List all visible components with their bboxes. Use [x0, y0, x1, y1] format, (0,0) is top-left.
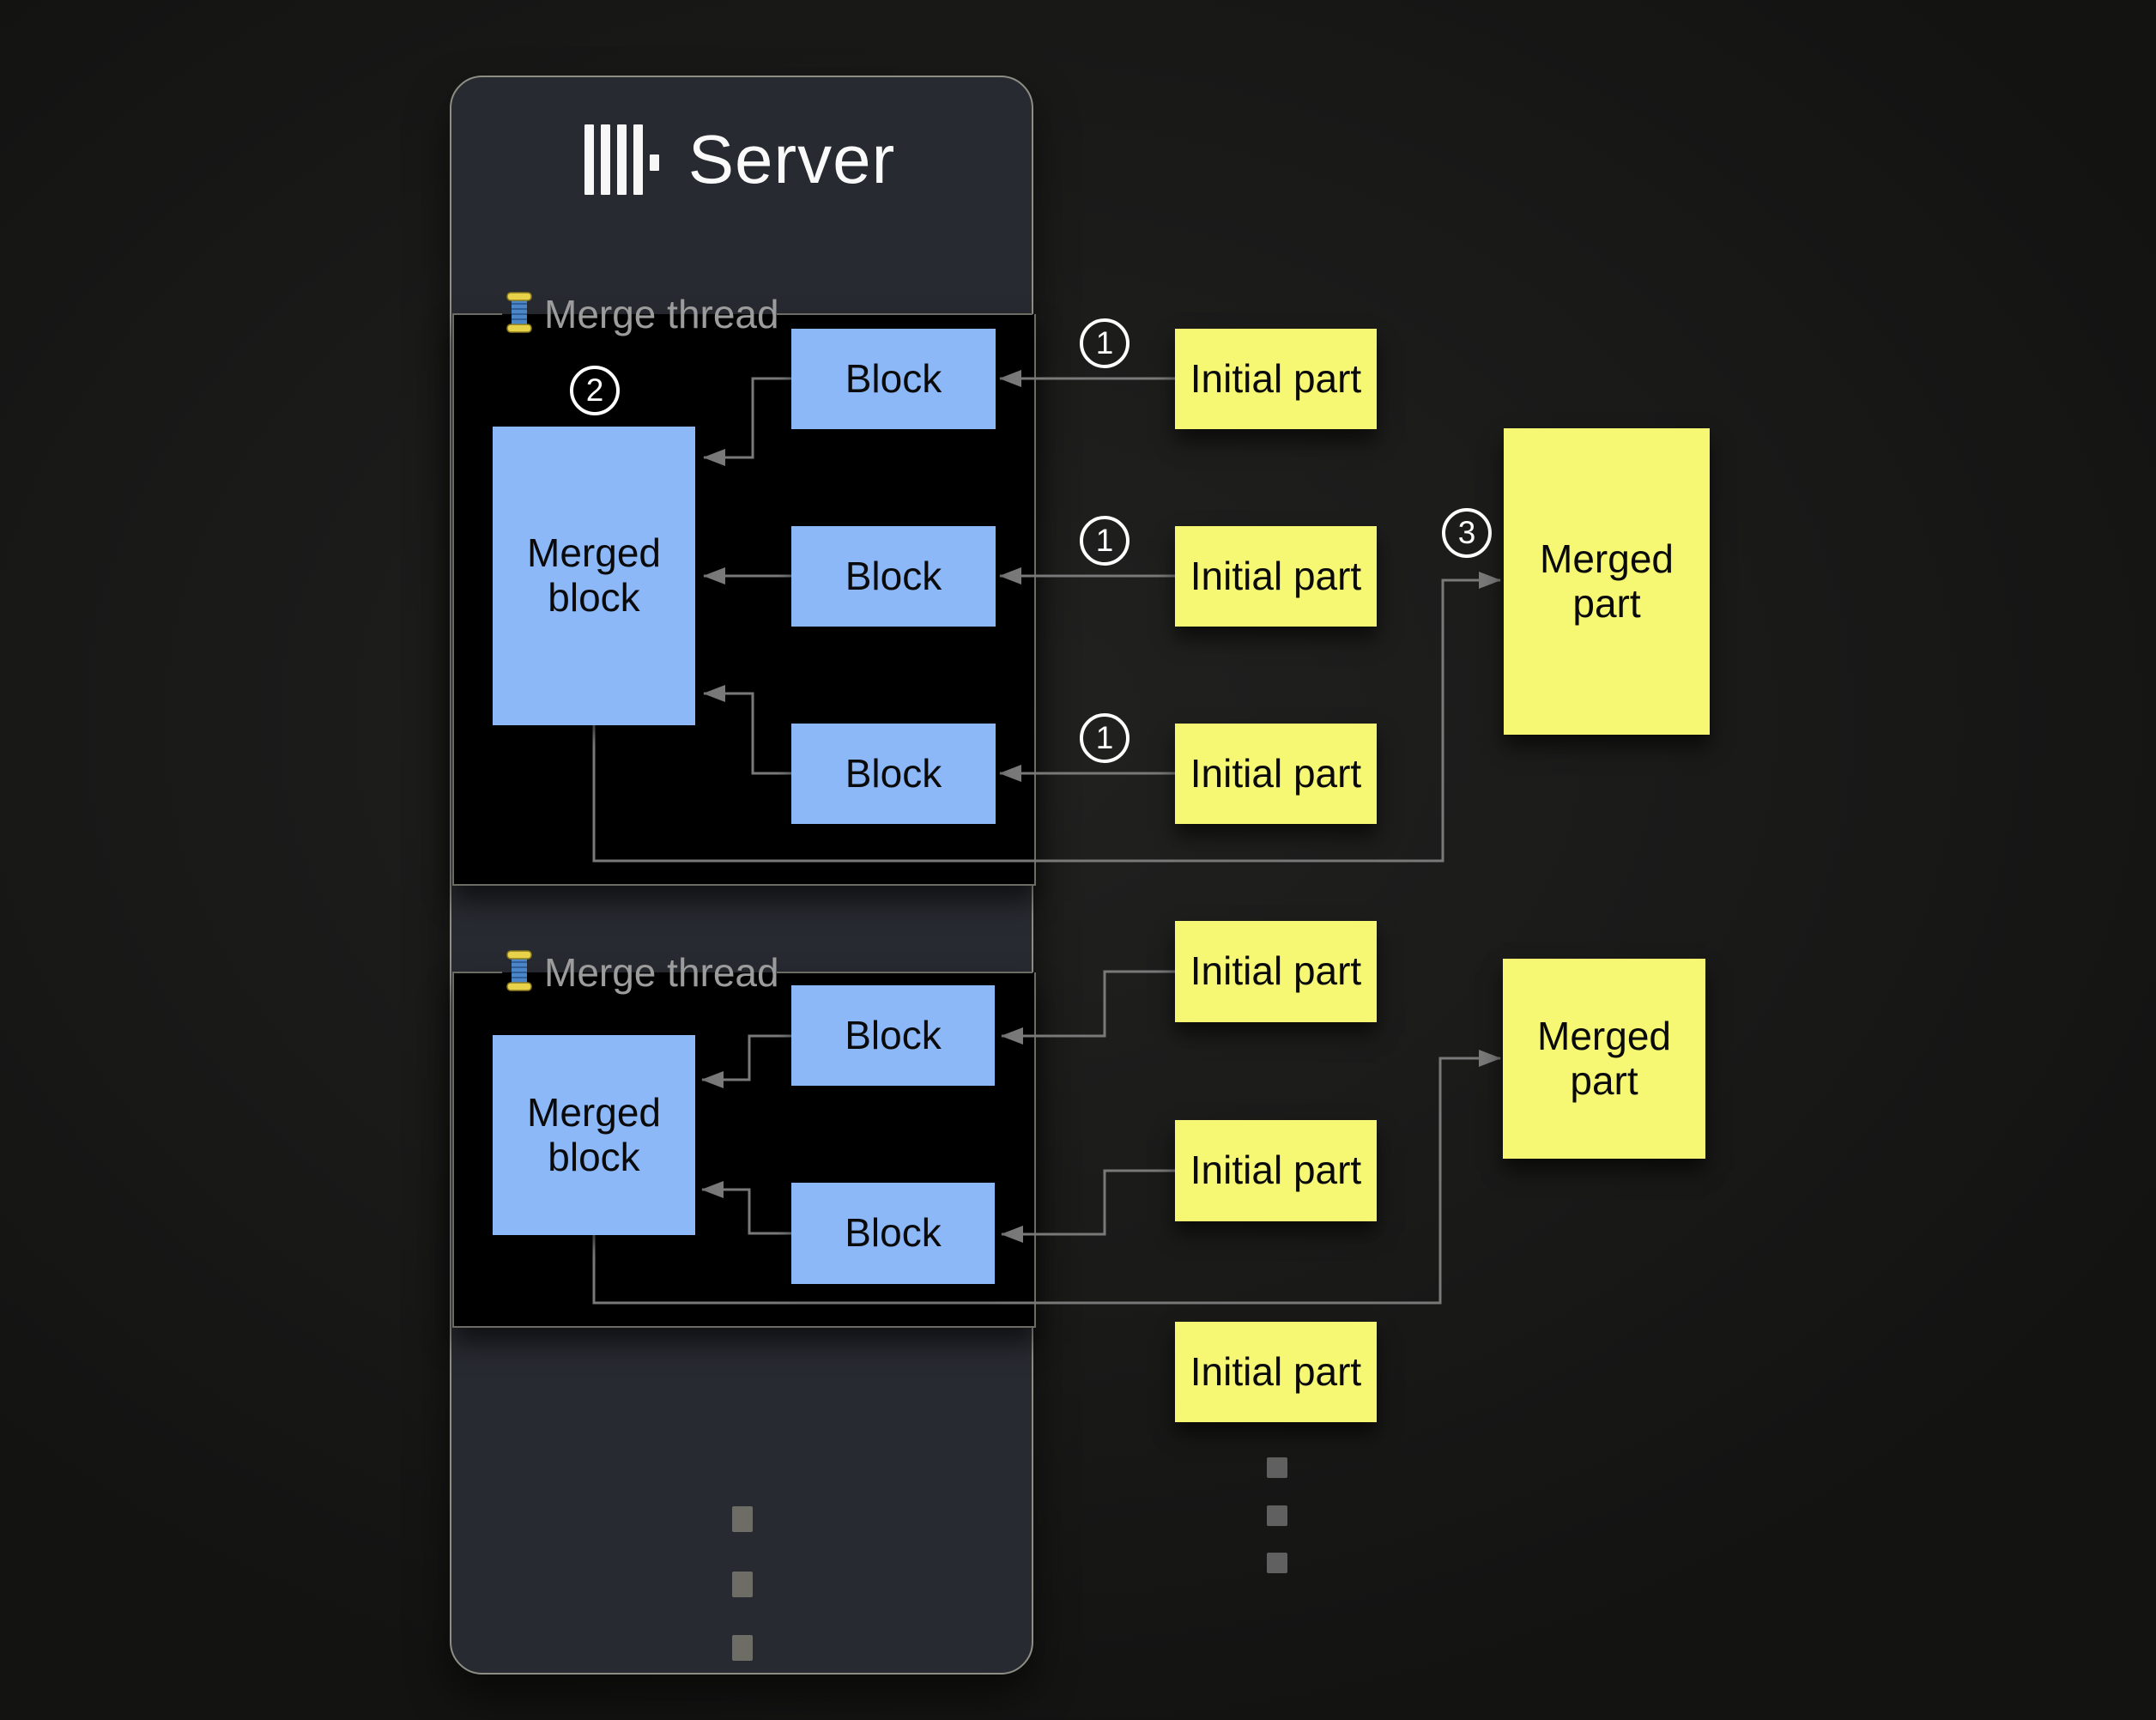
block-5: Block [791, 1183, 995, 1284]
thread-spool-icon [506, 292, 532, 333]
thread-spool-icon [506, 950, 532, 991]
initial-part-6: Initial part [1175, 1322, 1377, 1422]
initial-part-6-label: Initial part [1190, 1348, 1362, 1394]
clickhouse-logo-icon [584, 124, 659, 195]
initial-part-3-label: Initial part [1190, 750, 1362, 796]
merged-part-2-label: Merged part [1537, 1013, 1671, 1103]
step-badge-1a-number: 1 [1095, 325, 1114, 360]
initial-part-4: Initial part [1175, 921, 1377, 1022]
block-1: Block [791, 329, 996, 429]
merged-block-2-label: Merged block [527, 1089, 661, 1179]
merged-block-1-label: Merged block [527, 530, 661, 620]
merged-block-1: Merged block [493, 427, 695, 725]
server-title: Server [687, 121, 896, 197]
step-badge-1b-number: 1 [1095, 523, 1114, 558]
merged-part-1-label: Merged part [1540, 536, 1674, 626]
block-2-label: Block [845, 553, 942, 598]
block-5-label: Block [845, 1210, 942, 1256]
block-3-label: Block [845, 750, 942, 796]
step-badge-2-number: 2 [585, 372, 604, 408]
step-badge-3: 3 [1442, 508, 1492, 558]
step-badge-1c: 1 [1080, 713, 1129, 763]
merge-thread-1-legend: Merge thread [505, 290, 779, 338]
merge-thread-2-legend: Merge thread [505, 948, 779, 996]
block-2: Block [791, 526, 996, 627]
thread-box-2-border-segment [452, 972, 502, 973]
initial-part-2-label: Initial part [1190, 553, 1362, 598]
thread-box-1-border-segment [452, 313, 502, 315]
merged-block-2: Merged block [493, 1035, 695, 1235]
merged-part-2: Merged part [1503, 959, 1705, 1159]
block-3: Block [791, 724, 996, 824]
step-badge-1a: 1 [1080, 318, 1129, 368]
step-badge-2: 2 [570, 366, 620, 415]
merge-thread-2-label: Merge thread [544, 950, 779, 995]
initial-part-3: Initial part [1175, 724, 1377, 824]
block-4-label: Block [845, 1012, 942, 1057]
initial-part-1-label: Initial part [1190, 355, 1362, 401]
step-badge-3-number: 3 [1457, 515, 1476, 550]
thread-box-2-border-segment [777, 972, 1033, 973]
initial-part-2: Initial part [1175, 526, 1377, 627]
step-badge-1c-number: 1 [1095, 720, 1114, 755]
initial-part-4-label: Initial part [1190, 948, 1362, 994]
merge-thread-1-label: Merge thread [544, 292, 779, 336]
server-header: Server [450, 108, 1030, 211]
block-4: Block [791, 985, 995, 1086]
block-1-label: Block [845, 355, 942, 401]
initial-part-5: Initial part [1175, 1120, 1377, 1221]
merged-part-1: Merged part [1504, 428, 1710, 735]
initial-part-5-label: Initial part [1190, 1148, 1362, 1193]
step-badge-1b: 1 [1080, 516, 1129, 566]
thread-box-1-border-segment [777, 313, 1033, 315]
initial-part-1: Initial part [1175, 329, 1377, 429]
